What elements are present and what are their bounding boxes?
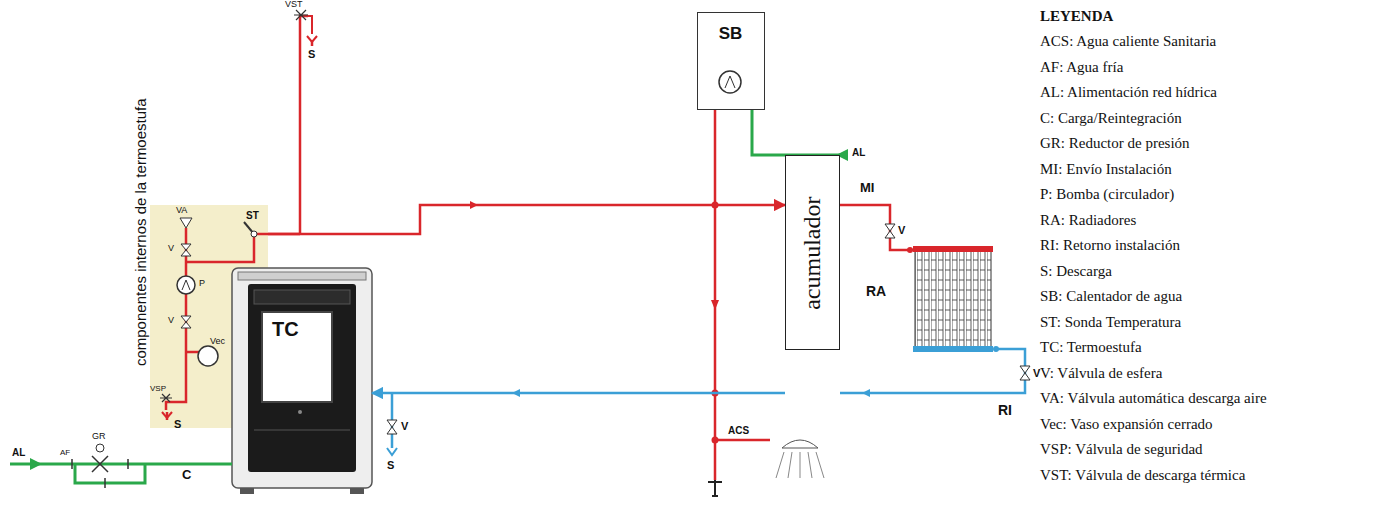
legend-entry: SB: Calentador de agua	[1040, 288, 1182, 305]
legend-entry: VSP: Válvula de seguridad	[1040, 441, 1203, 458]
callout-label: P	[199, 279, 205, 289]
callout-label: S	[308, 48, 315, 60]
legend-entry: Vec: Vaso expansión cerrado	[1040, 416, 1213, 433]
stove-label: TC	[272, 318, 299, 340]
legend-entry: RA: Radiadores	[1040, 212, 1136, 229]
callout-label: ACS	[728, 425, 749, 436]
legend-entry: RI: Retorno instalación	[1040, 237, 1180, 254]
callout-label: VST	[285, 0, 303, 10]
internal-components-panel: componentes internos de la termoestufa	[150, 205, 268, 428]
callout-label: AL	[12, 447, 25, 458]
legend-entry: P: Bomba (circulador)	[1040, 186, 1174, 203]
legend-entry: MI: Envío Instalación	[1040, 161, 1172, 178]
callout-label: C	[182, 468, 191, 482]
legend-entry: VST: Válvula de descarga térmica	[1040, 467, 1245, 484]
pipe-connector	[268, 205, 785, 234]
accumulator-tank: acumulador	[785, 155, 840, 350]
callout-label: VA	[176, 206, 187, 216]
panel-heading: componentes internos de la termoestufa	[133, 98, 150, 366]
legend-entry: AL: Alimentación red hídrica	[1040, 84, 1217, 101]
legend-entry: AF: Agua fría	[1040, 59, 1123, 76]
callout-label: V	[401, 420, 408, 432]
legend-entry: GR: Reductor de presión	[1040, 135, 1190, 152]
callout-label: S	[387, 459, 394, 471]
callout-label: RI	[998, 403, 1012, 418]
callout-label: ST	[246, 210, 259, 221]
callout-label: S	[174, 418, 181, 430]
callout-label: Vec	[210, 337, 225, 347]
legend-entry: C: Carga/Reintegración	[1040, 110, 1182, 127]
accumulator-label: acumulador	[800, 196, 826, 309]
legend-entry: ACS: Agua caliente Sanitaria	[1040, 33, 1216, 50]
callout-label: VSP	[150, 385, 166, 394]
stove-body: TC	[232, 268, 372, 488]
legend-title: LEYENDA	[1040, 8, 1113, 25]
callout-label: V	[168, 244, 174, 254]
legend-entry: TC: Termoestufa	[1040, 339, 1142, 356]
callout-label: GR	[92, 432, 106, 442]
callout-label: V	[898, 224, 905, 236]
callout-label: AF	[60, 449, 70, 458]
legend-entry: VA: Válvula automática descarga aire	[1040, 390, 1267, 407]
legend-entry: ST: Sonda Temperatura	[1040, 314, 1181, 331]
callout-label: AL	[852, 147, 865, 158]
callout-label: V	[168, 316, 174, 326]
heater-label: SB	[719, 25, 743, 44]
callout-label: RA	[866, 284, 886, 299]
legend-entry: V: Válvula de esfera	[1040, 365, 1162, 382]
callout-label: V	[1033, 367, 1040, 379]
legend-entry: S: Descarga	[1040, 263, 1112, 280]
callout-label: MI	[860, 181, 874, 195]
water-heater-box: SB	[697, 12, 765, 110]
pipe-connector	[372, 392, 785, 395]
